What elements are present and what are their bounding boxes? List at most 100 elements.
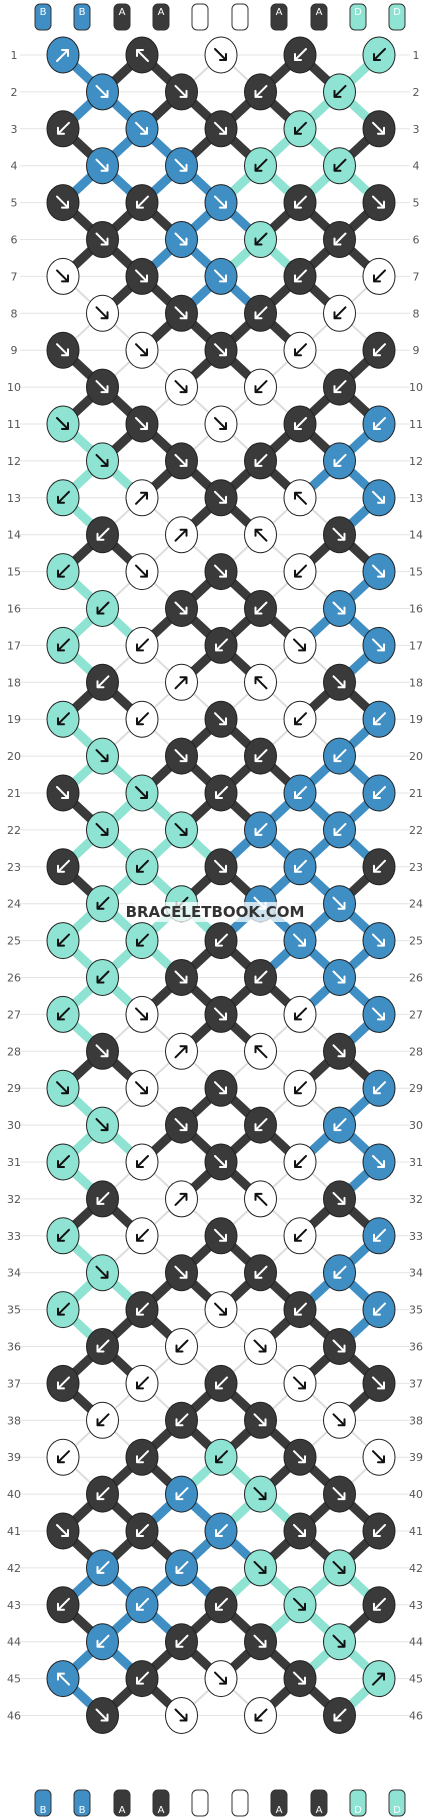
knot: [125, 922, 159, 960]
knot-arrow-icon: [372, 1672, 385, 1686]
knot: [125, 1069, 159, 1107]
row-label-left: 25: [7, 935, 21, 948]
knot-arrow-icon: [57, 859, 70, 873]
strand-tab-label: B: [40, 1805, 47, 1816]
knot: [125, 700, 159, 738]
knot-arrow-icon: [253, 1560, 267, 1574]
knot-arrow-icon: [254, 306, 268, 320]
knot: [362, 848, 396, 886]
knot-arrow-icon: [174, 528, 188, 542]
strand-tab: [191, 3, 209, 31]
knot: [244, 590, 277, 627]
knot: [165, 959, 198, 996]
knot: [283, 1217, 317, 1255]
knot: [46, 1143, 80, 1181]
row-label-right: 16: [409, 603, 423, 616]
row-label-left: 30: [7, 1119, 21, 1132]
knot-arrow-icon: [294, 1007, 307, 1021]
knot: [244, 73, 277, 111]
knot-arrow-icon: [174, 749, 188, 763]
row-label-right: 12: [409, 455, 423, 468]
knot-arrow-icon: [333, 232, 347, 246]
watermark-background: [135, 902, 295, 922]
row-label-right: 30: [409, 1119, 423, 1132]
strand-tab-label: B: [79, 7, 86, 18]
row-label-right: 4: [413, 160, 420, 173]
knot-arrow-icon: [174, 306, 188, 320]
knot-arrow-icon: [373, 1228, 386, 1242]
knot: [244, 1697, 277, 1734]
knot: [283, 553, 317, 591]
knot-arrow-icon: [294, 195, 307, 209]
knot: [362, 1364, 396, 1402]
strand-tab: [152, 1789, 170, 1817]
knot: [165, 1106, 198, 1144]
knot: [283, 110, 317, 148]
knot-arrow-icon: [294, 343, 307, 357]
knot: [46, 553, 80, 591]
knot-arrow-icon: [294, 712, 307, 726]
knot: [244, 959, 277, 996]
knot-arrow-icon: [293, 1671, 306, 1685]
knot-arrow-icon: [57, 1228, 70, 1242]
knot-arrow-icon: [373, 417, 386, 430]
knot: [125, 995, 159, 1033]
knot: [46, 257, 80, 295]
knot: [362, 1512, 396, 1550]
knot-arrow-icon: [332, 1413, 346, 1427]
knot-arrow-icon: [372, 564, 385, 578]
knot-arrow-icon: [333, 1265, 347, 1279]
knot-arrow-icon: [294, 1302, 307, 1316]
knot-arrow-icon: [95, 84, 109, 98]
knot-arrow-icon: [253, 1634, 267, 1648]
knot: [362, 1438, 396, 1476]
knot: [165, 1401, 198, 1439]
row-label-right: 8: [413, 307, 420, 320]
knot: [165, 1328, 198, 1365]
knot: [204, 36, 238, 74]
knot-arrow-icon: [56, 195, 69, 209]
knot: [46, 1586, 80, 1624]
strand-tab: [388, 1789, 406, 1817]
knot-arrow-icon: [96, 527, 110, 541]
row-label-right: 13: [409, 492, 423, 505]
knot: [244, 811, 277, 849]
knot-arrow-icon: [254, 1708, 268, 1722]
knot-arrow-icon: [373, 343, 386, 357]
knot: [362, 1217, 396, 1255]
knot: [244, 1254, 277, 1292]
knot: [204, 774, 238, 812]
strand-tab-label: A: [316, 1805, 323, 1816]
knot-arrow-icon: [254, 1045, 268, 1059]
knot-arrow-icon: [215, 1524, 228, 1537]
row-label-left: 22: [7, 824, 21, 837]
strand-tab: [113, 3, 131, 31]
knot-arrow-icon: [56, 417, 69, 430]
row-label-left: 4: [11, 160, 18, 173]
knot-arrow-icon: [373, 712, 386, 726]
strand-tab-label: C: [197, 1805, 204, 1816]
row-label-left: 14: [7, 529, 21, 542]
knot-arrow-icon: [135, 786, 148, 799]
knot-arrow-icon: [254, 158, 268, 172]
knot: [323, 147, 356, 185]
knot-arrow-icon: [254, 676, 268, 690]
knot: [125, 1586, 159, 1624]
knot-arrow-icon: [95, 1044, 109, 1058]
knot-arrow-icon: [373, 269, 386, 283]
row-label-left: 33: [7, 1230, 21, 1243]
knot: [86, 1549, 119, 1587]
row-label-left: 5: [11, 197, 18, 210]
knot: [46, 848, 80, 886]
strand-tab: [310, 3, 328, 31]
knot-grid: [46, 36, 396, 1734]
row-label-right: 23: [409, 861, 423, 874]
row-label-right: 40: [409, 1488, 423, 1501]
row-label-right: 44: [409, 1636, 423, 1649]
knot-arrow-icon: [175, 1413, 189, 1427]
knot-arrow-icon: [96, 970, 110, 984]
row-label-right: 22: [409, 824, 423, 837]
knot: [46, 1660, 80, 1698]
knot-arrow-icon: [254, 970, 268, 984]
